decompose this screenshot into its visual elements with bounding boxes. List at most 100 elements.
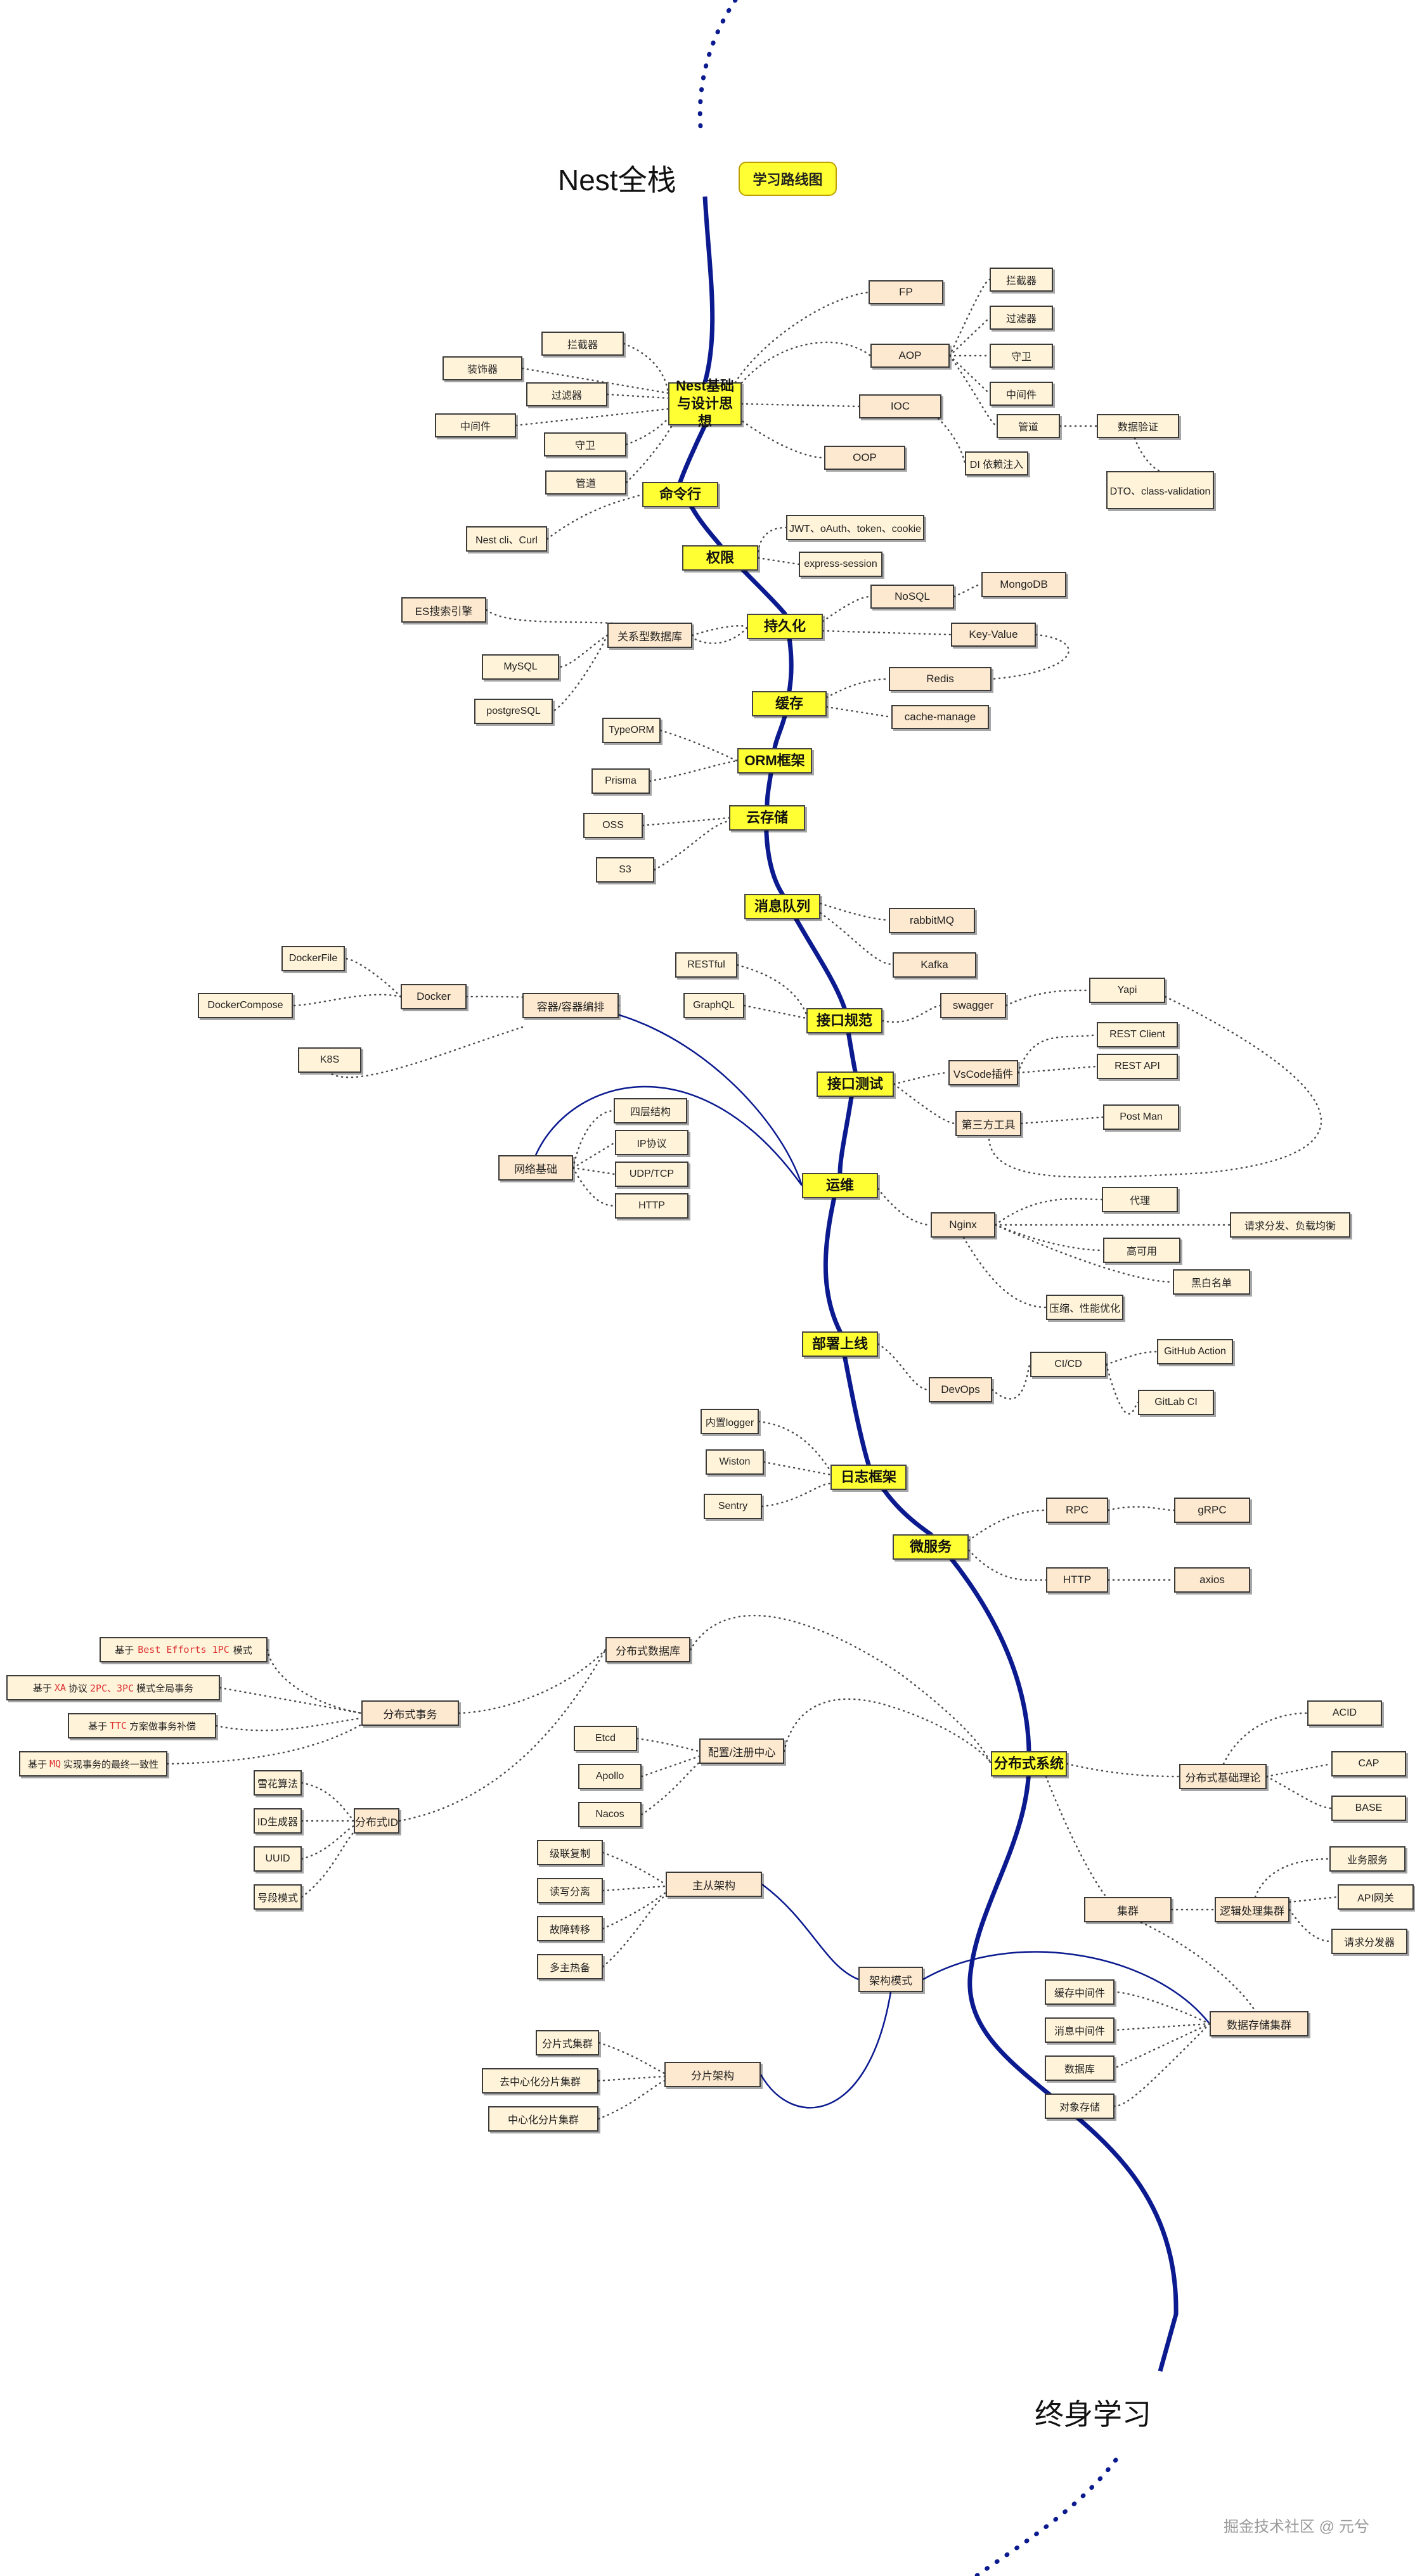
- node-storage-cluster: 数据存储集群: [1210, 2011, 1308, 2036]
- link-dockerfile: [344, 957, 402, 998]
- link-rest-api: [1017, 1065, 1098, 1074]
- link-acid: [1222, 1712, 1308, 1765]
- tx4-prefix: 基于: [27, 1759, 47, 1770]
- link-mongo: [953, 583, 983, 598]
- node-base: BASE: [1331, 1796, 1406, 1821]
- node-apollo: Apollo: [578, 1764, 642, 1789]
- node-rw-split: 读写分离: [537, 1878, 603, 1903]
- link-cascade: [602, 1851, 667, 1886]
- node-decentral: 去中心化分片集群: [482, 2068, 598, 2094]
- link-shard-cluster: [598, 2042, 666, 2074]
- link-rest-client: [1017, 1033, 1098, 1074]
- node-cascade: 级联复制: [537, 1840, 603, 1865]
- link-gha: [1105, 1350, 1158, 1366]
- node-dto: DTO、class-validation: [1106, 471, 1214, 509]
- node-object: 对象存储: [1045, 2094, 1115, 2119]
- node-validation: 数据验证: [1097, 414, 1179, 438]
- node-gzip: 压缩、性能优化: [1046, 1295, 1123, 1320]
- node-gha: GitHub Action: [1157, 1339, 1233, 1364]
- link-l-decorator: [521, 367, 669, 394]
- node-dist: 分布式系统: [991, 1751, 1067, 1777]
- shard-to-arch: [759, 1991, 892, 2109]
- link-l-filter: [606, 393, 669, 399]
- link-cicd: [991, 1363, 1031, 1400]
- link-fp: [734, 291, 870, 384]
- link-cluster: [1045, 1775, 1108, 1898]
- node-layer4: 四层结构: [614, 1098, 687, 1123]
- link-snowflake: [300, 1782, 355, 1822]
- tx2-suffix: 模式全局事务: [136, 1683, 194, 1694]
- link-nginx: [877, 1188, 932, 1226]
- node-central: 中心化分片集群: [488, 2106, 598, 2132]
- node-dockerfile: DockerFile: [281, 946, 345, 971]
- link-postman: [1020, 1116, 1104, 1125]
- node-cli: 命令行: [642, 482, 718, 507]
- link-base: [1265, 1775, 1333, 1809]
- node-basics: Nest基础与设计思想: [668, 378, 742, 429]
- node-id-gen: ID生成器: [254, 1808, 302, 1834]
- link-cm: [825, 706, 893, 718]
- node-cloud: 云存储: [729, 805, 805, 831]
- node-restful: RESTful: [675, 952, 737, 978]
- node-oss: OSS: [583, 813, 643, 838]
- link-kv: [822, 630, 952, 636]
- node-cluster: 集群: [1084, 1897, 1172, 1922]
- node-shard: 分片架构: [664, 2062, 761, 2087]
- link-aop-interceptor: [948, 278, 991, 357]
- tx4-highlight: MQ: [49, 1758, 61, 1770]
- link-l-interceptor: [623, 342, 669, 394]
- link-tx-ttc: [215, 1717, 363, 1731]
- link-nacos: [640, 1761, 701, 1816]
- link-tx-xa: [219, 1686, 363, 1714]
- node-aop-pipe: 管道: [997, 414, 1060, 438]
- node-kv: Key-Value: [951, 623, 1036, 647]
- node-rest-client: REST Client: [1097, 1022, 1178, 1047]
- node-cm: cache-manage: [891, 705, 989, 729]
- node-l-middleware: 中间件: [435, 413, 516, 437]
- node-aop: AOP: [870, 344, 950, 368]
- link-oss: [642, 817, 730, 827]
- node-nacos: Nacos: [578, 1802, 642, 1827]
- link-oop: [737, 417, 825, 459]
- link-ip: [572, 1141, 616, 1169]
- link-cache-mw: [1113, 1991, 1211, 2025]
- link-dispatcher: [1288, 1908, 1333, 1943]
- node-orchestration: 容器/容器编排: [522, 993, 619, 1018]
- link-typeorm: [659, 729, 739, 762]
- node-db: 数据库: [1045, 2055, 1115, 2081]
- link-third: [893, 1083, 957, 1125]
- node-aop-guard: 守卫: [990, 344, 1053, 368]
- node-log: 日志框架: [830, 1465, 907, 1490]
- node-ip: IP协议: [615, 1130, 688, 1155]
- node-grpc: gRPC: [1174, 1498, 1250, 1523]
- container-to-ops: [570, 1004, 803, 1186]
- node-sentry: Sentry: [704, 1494, 762, 1519]
- link-swagger: [881, 1004, 941, 1023]
- link-l-guard: [625, 417, 669, 446]
- node-micro: 微服务: [893, 1534, 969, 1560]
- link-udp: [572, 1167, 616, 1175]
- connector-lines: [166, 0, 1339, 2576]
- watermark: 掘金技术社区 @ 元兮: [1224, 2518, 1369, 2535]
- link-cli-tools: [546, 493, 643, 540]
- mindmap-title: Nest全栈: [558, 164, 676, 197]
- link-dist-db: [689, 1614, 992, 1765]
- node-deploy: 部署上线: [802, 1331, 878, 1357]
- link-segment: [300, 1831, 355, 1898]
- node-arch: 架构模式: [858, 1967, 923, 1992]
- tx4-suffix: 实现事务的最终一致性: [63, 1759, 159, 1770]
- node-orm: ORM框架: [737, 748, 812, 773]
- link-vscode: [893, 1071, 950, 1085]
- tx2-highlight-pc: 2PC、3PC: [89, 1682, 134, 1694]
- link-central: [597, 2080, 666, 2120]
- node-acid: ACID: [1307, 1700, 1382, 1726]
- link-multi-master: [602, 1894, 667, 1968]
- node-api-test: 接口测试: [817, 1071, 894, 1097]
- node-cache: 缓存: [752, 691, 827, 716]
- link-storage: [1140, 1921, 1257, 2012]
- node-dispatcher: 请求分发器: [1331, 1929, 1407, 1954]
